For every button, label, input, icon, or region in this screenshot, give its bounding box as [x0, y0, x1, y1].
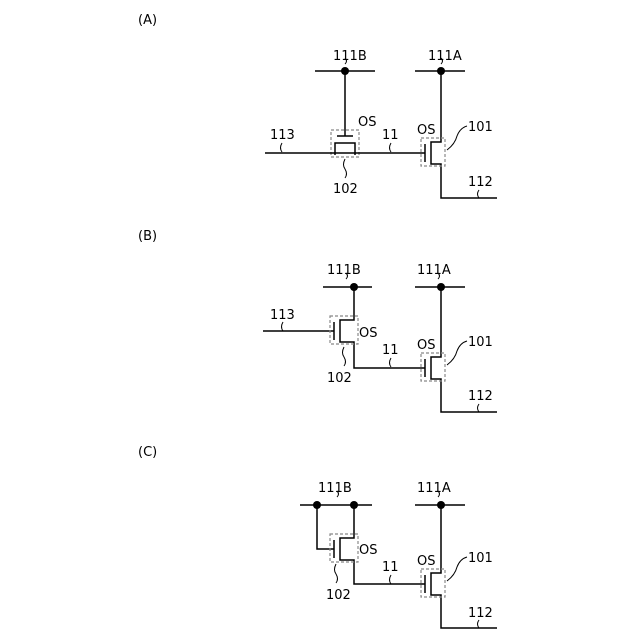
panel-c: (C) 111B 111A OS 102 11 [138, 445, 497, 628]
panel-c-squiggle-112 [478, 620, 480, 628]
panel-c-squiggle-11 [390, 575, 392, 584]
panel-b-label-101: 101 [468, 335, 493, 350]
panel-a-squiggle-102 [344, 159, 347, 178]
panel-c-label-102: 102 [326, 588, 351, 603]
panel-a-os-101: OS [417, 123, 435, 138]
panel-a-label-111a: 111A [428, 49, 462, 64]
panel-b-wire-111b [323, 283, 372, 291]
panel-b-wire-111a [415, 283, 465, 291]
panel-b-squiggle-101 [447, 341, 467, 365]
panel-c-wire-111a [415, 501, 465, 509]
panel-a-label-112: 112 [468, 175, 493, 190]
panel-c-label-111a: 111A [417, 481, 451, 496]
panel-b-label-111a: 111A [417, 263, 451, 278]
panel-b-os-102: OS [359, 326, 377, 341]
panel-b-label-111b: 111B [327, 263, 361, 278]
panel-a-squiggle-11 [390, 143, 392, 152]
panel-b-squiggle-112 [478, 404, 480, 412]
panel-c-label-112: 112 [468, 606, 493, 621]
panel-c-label-111b: 111B [318, 481, 352, 496]
panel-a-os-102: OS [358, 115, 376, 130]
panel-c-os-101: OS [417, 554, 435, 569]
panel-b-label-11: 11 [382, 343, 399, 358]
panel-a-squiggle-101 [447, 126, 467, 150]
panel-a: (A) 111B 111A OS 102 113 11 [138, 13, 497, 198]
panel-b-os-101: OS [417, 338, 435, 353]
panel-c-wire-111b [300, 501, 372, 509]
panel-c-label-101: 101 [468, 551, 493, 566]
panel-c-wire-gate-tie [317, 505, 334, 549]
panel-a-label-113: 113 [270, 128, 295, 143]
panel-a-label-111b: 111B [333, 49, 367, 64]
panel-b-squiggle-11 [390, 358, 392, 367]
panel-a-wire-111a [415, 67, 465, 75]
panel-a-squiggle-112 [478, 190, 480, 198]
panel-a-squiggle-113 [281, 143, 283, 152]
panel-a-label-11: 11 [382, 128, 399, 143]
panel-c-label-11: 11 [382, 560, 399, 575]
panel-b-squiggle-102 [343, 347, 346, 366]
panel-a-label-101: 101 [468, 120, 493, 135]
panel-a-label-102: 102 [333, 182, 358, 197]
panel-b-label-113: 113 [270, 308, 295, 323]
panel-b-label-102: 102 [327, 371, 352, 386]
panel-c-transistor-102 [330, 505, 425, 584]
panel-b-squiggle-113 [282, 322, 284, 331]
panel-c-os-102: OS [359, 543, 377, 558]
panel-b-label: (B) [138, 229, 157, 244]
panel-a-transistor-102 [331, 71, 359, 157]
panel-b: (B) 111B 111A 113 OS 102 11 [138, 229, 497, 412]
panel-b-label-112: 112 [468, 389, 493, 404]
panel-c-squiggle-102 [335, 564, 338, 583]
panel-c-squiggle-101 [447, 557, 467, 581]
panel-c-label: (C) [138, 445, 157, 460]
panel-a-label: (A) [138, 13, 157, 28]
panel-b-transistor-102 [330, 287, 425, 368]
